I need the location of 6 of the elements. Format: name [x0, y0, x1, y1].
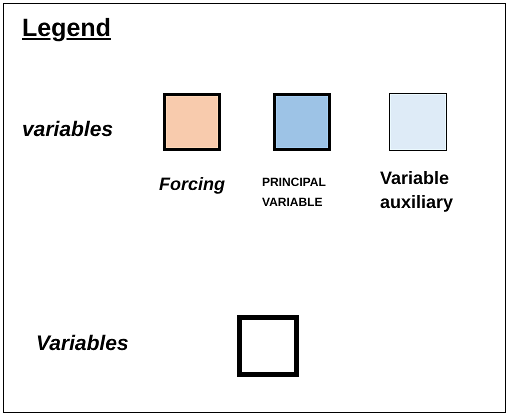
legend-label: Variables	[36, 332, 130, 356]
legend-label: PRINCIPAL VARIABLE	[262, 174, 327, 211]
group-label: variables	[22, 118, 114, 142]
legend-title: Legend	[22, 14, 111, 43]
legend-label: Forcing	[158, 174, 226, 195]
legend-label: Variable auxiliary	[380, 167, 454, 214]
